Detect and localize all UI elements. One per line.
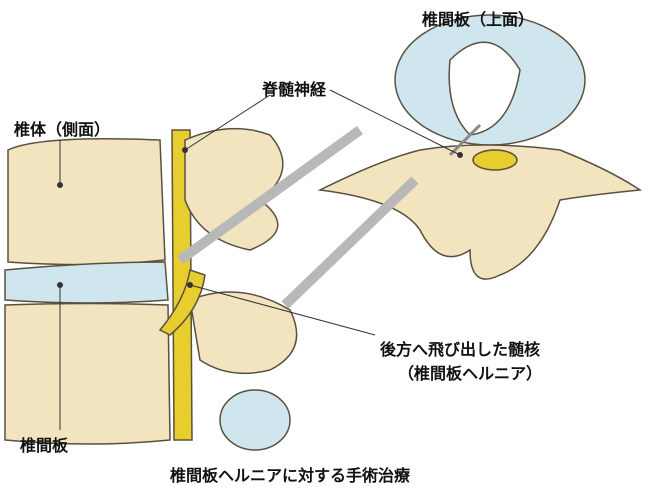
- label-herniation: （椎間板ヘルニア）: [398, 364, 543, 383]
- lower-facet: [219, 389, 291, 451]
- spinal-cord: [171, 129, 193, 441]
- top-vertebra: [317, 144, 643, 280]
- side-disc: [4, 261, 169, 304]
- label-spinal-nerve: 脊髄神経: [262, 80, 327, 99]
- upper-posterior-process: [184, 127, 284, 251]
- label-disc: 椎間板: [20, 436, 69, 455]
- nucleus-pulposus: [448, 41, 521, 136]
- label-disc-top: 椎間板（上面）: [422, 10, 535, 29]
- upper-vertebral-body: [7, 138, 166, 266]
- lower-vertebral-body: [4, 302, 171, 445]
- instrument-2: [281, 176, 419, 309]
- label-herniated-nucleus: 後方へ飛び出した髄核: [380, 340, 541, 359]
- lower-posterior-process: [189, 291, 298, 375]
- caption: 椎間板ヘルニアに対する手術治療: [170, 466, 411, 485]
- label-vertebral-body: 椎体（側面）: [14, 120, 111, 139]
- instrument-1: [177, 125, 363, 265]
- instrument-3: [448, 123, 482, 157]
- herniated-nucleus-top: [472, 149, 518, 171]
